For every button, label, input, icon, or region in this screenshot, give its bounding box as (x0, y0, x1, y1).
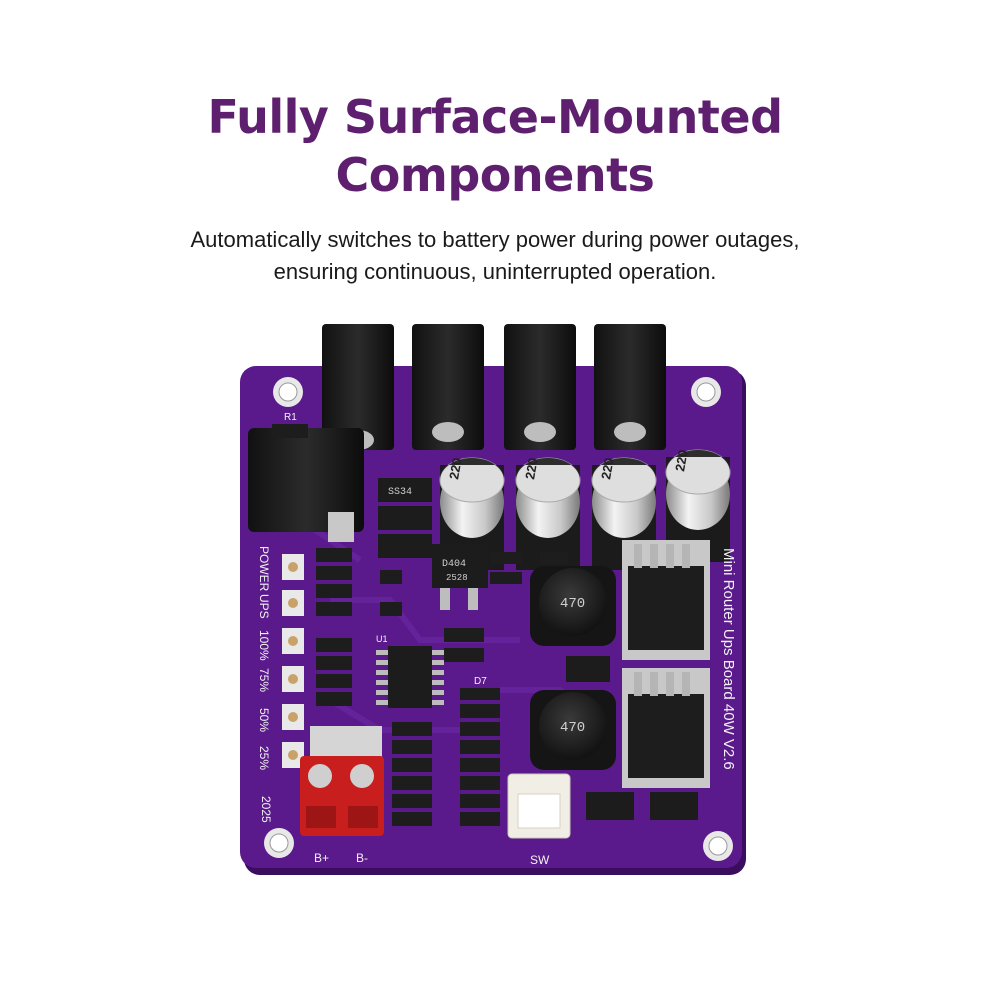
capacitor-text: 220 (598, 457, 617, 481)
dc-jacks (322, 324, 666, 450)
capacitor-text: 220 (446, 457, 465, 481)
terminal-label-positive: B+ (314, 851, 329, 865)
led-label-100: 100% (257, 630, 271, 661)
mosfet-label: D404 (442, 559, 466, 570)
year-label: 2025 (259, 796, 273, 823)
schottky-label: SS34 (388, 487, 412, 498)
inductor-label: 470 (560, 720, 585, 736)
led-label-25: 25% (257, 746, 271, 770)
battery-terminal: B+ B- (300, 726, 384, 865)
diode-label: D7 (474, 676, 487, 687)
subheadline-line-1: Automatically switches to battery power … (190, 227, 800, 252)
main-ic: U1 (376, 634, 444, 708)
headline-line-1: Fully Surface-Mounted (207, 90, 783, 144)
switch-label: SW (530, 853, 550, 867)
terminal-label-negative: B- (356, 851, 368, 865)
mounting-holes (264, 377, 733, 861)
dc-jack-side (248, 428, 364, 542)
small-transistors (380, 570, 402, 616)
led-label-power: POWER (257, 546, 271, 592)
mosfet: D404 2528 (432, 544, 488, 610)
switch-connector: SW (507, 773, 571, 867)
schottky-diodes-bottom (566, 656, 698, 820)
board-title: Mini Router Ups Board 40W V2.6 (720, 548, 737, 770)
status-leds (282, 554, 304, 768)
headline-line-2: Components (335, 148, 655, 202)
regulator-ics (622, 540, 710, 788)
inductors: 470 470 (530, 566, 616, 770)
mosfet-code: 2528 (446, 573, 468, 583)
led-label-75: 75% (257, 668, 271, 692)
led-label-ups: UPS (257, 594, 271, 619)
schottky-diodes-top: SS34 (378, 478, 432, 558)
capacitor-text: 220 (522, 457, 541, 481)
smd-resistors (272, 424, 568, 826)
resistor-label: R1 (284, 412, 297, 423)
subheadline: Automatically switches to battery power … (0, 224, 990, 288)
subheadline-line-2: ensuring continuous, uninterrupted opera… (273, 259, 717, 284)
diode-d7: D7 (460, 676, 500, 700)
led-label-50: 50% (257, 708, 271, 732)
capacitor-text: 220 (672, 449, 691, 473)
headline: Fully Surface-Mounted Components (0, 88, 990, 204)
inductor-label: 470 (560, 596, 585, 612)
led-labels: POWER UPS 100% 75% 50% 25% 2025 (257, 546, 273, 823)
ic-label: U1 (376, 634, 388, 644)
